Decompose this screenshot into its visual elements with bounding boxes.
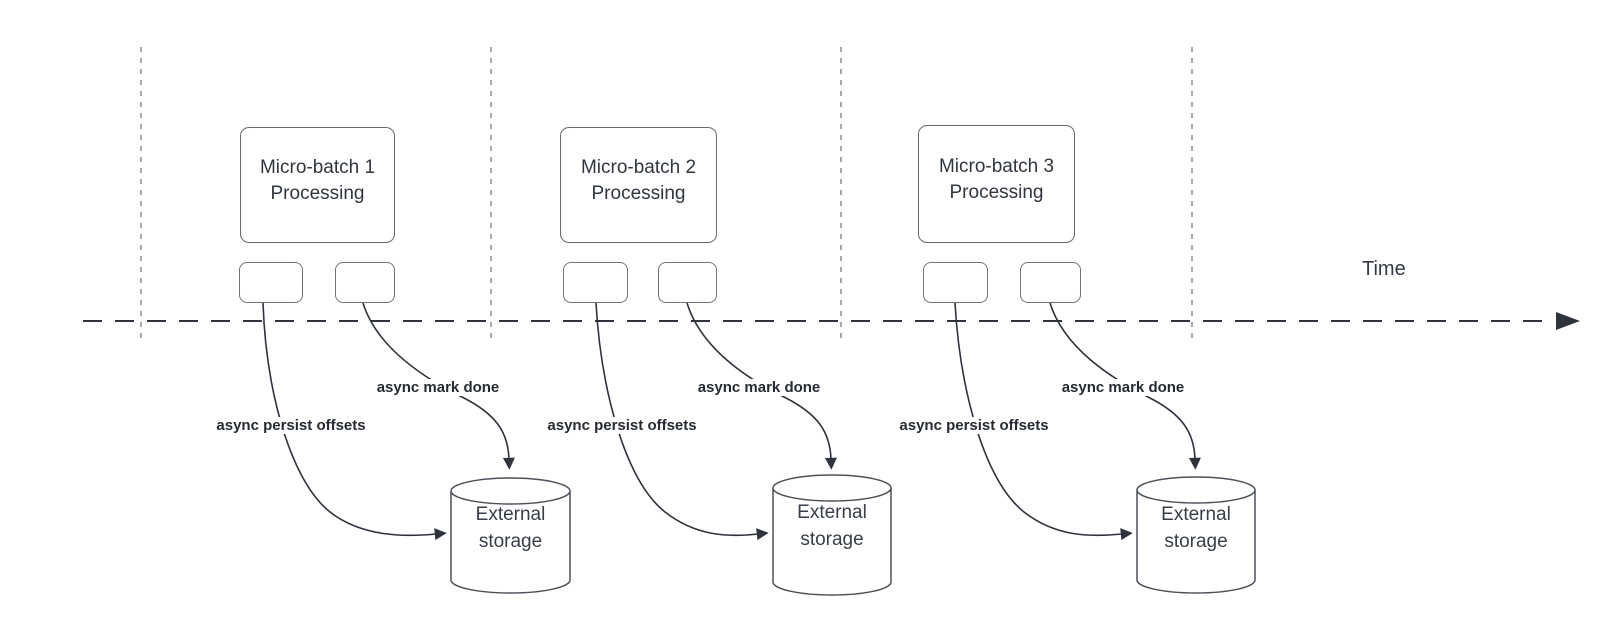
offset-box-2a [563,262,628,303]
micro-batch-3-title-line1: Micro-batch 3 [938,156,1055,177]
persist-offsets-arrow-2 [595,302,769,541]
micro-batch-2-title-line1: Micro-batch 2 [580,157,697,178]
external-storage-cylinder-1 [450,477,571,594]
micro-batch-1-title-line2: Processing [270,183,365,204]
mark-done-label-3: async mark done [1058,379,1188,396]
micro-batch-2-title-line2: Processing [591,183,686,204]
micro-batch-3-title-line2: Processing [949,182,1044,203]
offset-box-3b [1020,262,1081,303]
mark-done-arrow-2 [686,302,837,470]
micro-batch-1-box: Micro-batch 1 Processing [240,127,395,243]
mark-done-label-1: async mark done [373,379,503,396]
offset-box-2b [658,262,717,303]
time-guide-lines [140,47,1193,340]
timeline-arrowhead-icon [1556,312,1580,330]
offset-box-1b [335,262,395,303]
async-arrows [262,302,1201,541]
external-storage-label-3: External storage [1161,504,1231,552]
persist-offsets-arrow-1 [262,302,447,541]
micro-batch-1-title-line1: Micro-batch 1 [259,157,376,178]
micro-batch-2-box: Micro-batch 2 Processing [560,127,717,243]
time-label: Time [1362,258,1406,280]
external-storage-cylinder-3 [1136,476,1256,594]
external-storage-label-1: External storage [475,504,546,552]
persist-offsets-label-1: async persist offsets [213,417,369,434]
offset-box-1a [239,262,303,303]
external-storage-cylinder-2 [772,474,892,596]
external-storage-label-2: External storage [797,502,867,550]
storage-cylinders [450,474,1256,596]
persist-offsets-arrow-3 [954,302,1133,541]
mark-done-label-2: async mark done [694,379,824,396]
offset-box-3a [923,262,988,303]
persist-offsets-label-3: async persist offsets [896,417,1052,434]
timeline-axis [83,312,1580,330]
persist-offsets-label-2: async persist offsets [544,417,700,434]
micro-batch-3-box: Micro-batch 3 Processing [918,125,1075,243]
